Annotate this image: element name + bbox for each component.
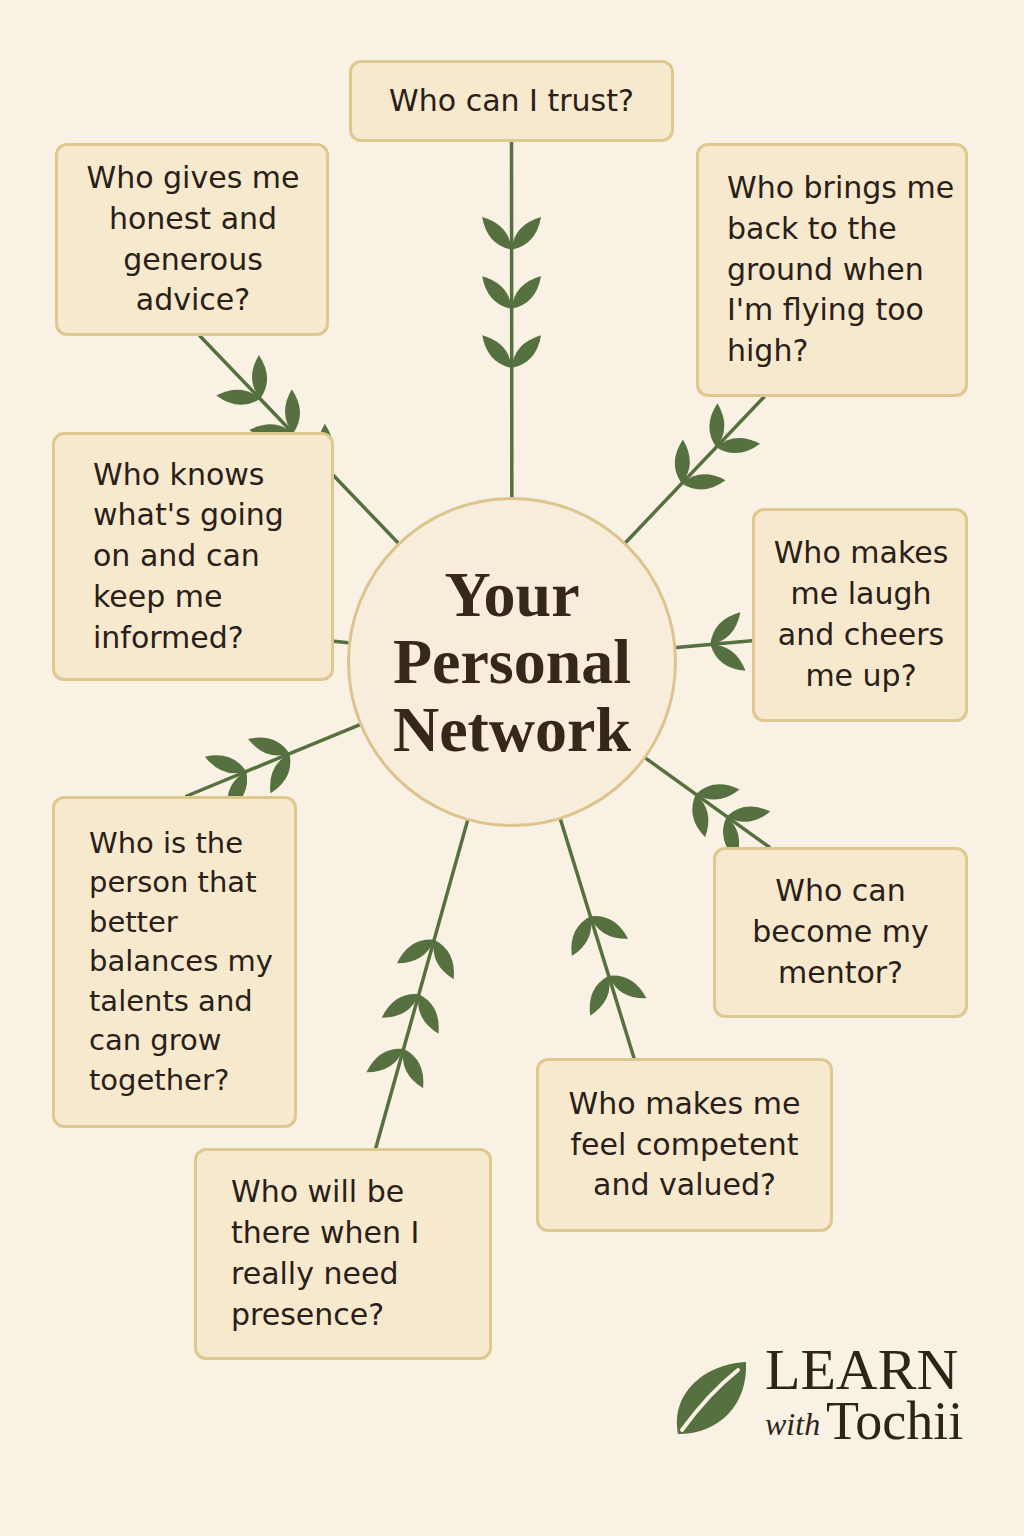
vine-leaf <box>705 607 746 649</box>
hub-circle: Your Personal Network <box>347 497 677 827</box>
question-box: Who gives me honest and generous advice? <box>55 143 329 336</box>
question-box: Who makes me laugh and cheers me up? <box>752 508 968 722</box>
vine-connector <box>561 820 651 1058</box>
vine-leaf <box>674 439 690 483</box>
question-text: Who knows what's going on and can keep m… <box>93 455 319 659</box>
vine-leaf <box>477 212 518 255</box>
vine-leaf <box>709 403 725 447</box>
vine-stem <box>510 142 514 497</box>
vine-stem <box>376 821 468 1148</box>
vine-connector <box>626 397 764 542</box>
vine-connector <box>334 641 348 643</box>
question-text: Who brings me back to the ground when I'… <box>727 168 957 372</box>
vine-leaf <box>216 388 261 406</box>
vine-leaf <box>477 330 518 373</box>
vine-leaf <box>393 933 438 969</box>
vine-leaf <box>246 732 292 761</box>
question-text: Who can I trust? <box>389 81 634 122</box>
vine-leaf <box>681 473 726 491</box>
vine-leaf <box>565 913 597 959</box>
vine-leaf <box>506 330 547 373</box>
vine-leaf <box>378 988 423 1024</box>
vine-leaf <box>284 389 300 433</box>
question-box: Who can become my mentor? <box>713 847 968 1018</box>
question-text: Who makes me laugh and cheers me up? <box>767 533 955 696</box>
vine-connector <box>676 607 752 677</box>
question-text: Who will be there when I really need pre… <box>231 1172 479 1335</box>
vine-leaf <box>477 271 518 314</box>
vine-stem <box>626 397 764 542</box>
vine-leaf <box>716 436 761 454</box>
question-text: Who gives me honest and generous advice? <box>74 158 312 321</box>
question-box: Who will be there when I really need pre… <box>194 1148 492 1360</box>
question-box: Who brings me back to the ground when I'… <box>696 143 968 397</box>
question-text: Who can become my mentor? <box>730 871 951 993</box>
vine-leaf <box>706 638 750 676</box>
vine-leaf <box>695 782 740 802</box>
vine-leaf <box>264 750 297 796</box>
vine-connector <box>646 758 771 861</box>
question-box: Who is the person that better balances m… <box>52 796 297 1128</box>
question-box: Who knows what's going on and can keep m… <box>52 432 334 681</box>
vine-connector <box>477 142 547 497</box>
vine-leaf <box>362 1042 407 1078</box>
vine-leaf <box>251 355 267 399</box>
question-box: Who can I trust? <box>349 60 674 142</box>
logo-word: Tochii <box>826 1390 963 1452</box>
vine-leaf <box>202 750 248 779</box>
vine-leaf <box>605 969 650 1004</box>
hub-title: Your Personal Network <box>387 561 637 763</box>
vine-leaf <box>583 973 615 1019</box>
vine-stem <box>561 820 634 1058</box>
question-text: Who is the person that better balances m… <box>89 824 286 1100</box>
vine-connector <box>362 821 467 1148</box>
question-box: Who makes me feel competent and valued? <box>536 1058 833 1232</box>
logo-leaf-icon <box>668 1358 752 1442</box>
logo-word: with <box>765 1406 820 1443</box>
vine-stem <box>334 641 348 643</box>
vine-leaf <box>726 804 771 824</box>
vine-stem <box>187 725 360 796</box>
question-text: Who makes me feel competent and valued? <box>553 1084 816 1206</box>
vine-stem <box>646 758 769 847</box>
vine-leaf <box>506 212 547 255</box>
vine-leaf <box>506 271 547 314</box>
vine-leaf <box>688 793 712 839</box>
vine-leaf <box>586 910 631 945</box>
